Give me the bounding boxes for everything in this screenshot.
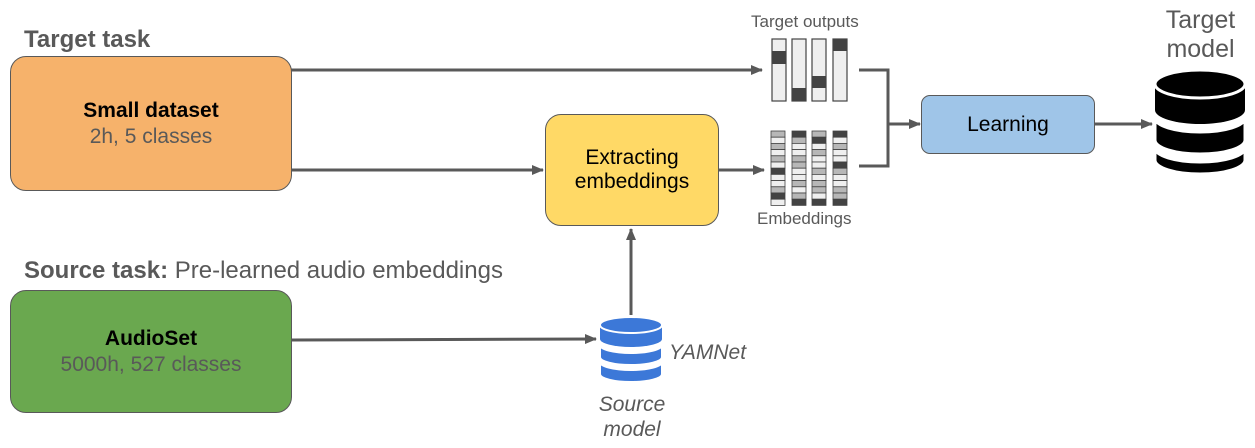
embedding-cell [770,198,786,206]
output-column [811,38,827,102]
embedding-cell [770,192,786,200]
embedding-cell [791,192,807,200]
embedding-cell [791,186,807,194]
yamnet-label: YAMNet [669,341,747,364]
embedding-cell [811,167,827,175]
embedding-cell [791,173,807,181]
embedding-cell [832,198,848,206]
embedding-cell [832,161,848,169]
embedding-cell [791,130,807,138]
audioset-box: AudioSet 5000h, 527 classes [10,290,292,413]
embedding-cell [811,142,827,150]
extracting-line2: embeddings [574,170,690,193]
embedding-cell [770,155,786,163]
target-model-line1: Target [1165,6,1236,34]
embedding-cell [832,173,848,181]
embedding-cell [770,149,786,157]
embedding-cell [811,173,827,181]
embedding-cell [791,180,807,188]
embedding-cell [811,149,827,157]
embedding-cell [811,161,827,169]
embedding-cell [832,142,848,150]
embedding-cell [770,130,786,138]
embedding-cell [770,186,786,194]
embedding-cell [832,130,848,138]
learning-label: Learning [967,112,1049,136]
embedding-cell [811,130,827,138]
embedding-cell [811,136,827,144]
embedding-cell [791,161,807,169]
audioset-subtitle: 5000h, 527 classes [60,352,242,376]
embedding-cell [770,180,786,188]
embedding-cell [832,149,848,157]
embedding-cell [811,192,827,200]
embedding-cell [832,192,848,200]
target-outputs-graphic [771,38,848,102]
embedding-cell [791,142,807,150]
extracting-embeddings-box: Extracting embeddings [545,114,719,226]
learning-box: Learning [921,95,1095,154]
embeddings-label: Embeddings [757,209,852,228]
small-dataset-title: Small dataset [83,98,219,122]
embedding-cell [791,155,807,163]
embedding-cell [832,155,848,163]
embedding-cell [791,136,807,144]
target-model-label: Target model [1154,6,1247,64]
target-task-heading: Target task [24,26,151,53]
source-task-heading: Source task: Pre-learned audio embedding… [24,257,503,285]
embedding-cell [770,167,786,175]
database-icon [599,316,663,383]
output-column [771,38,787,102]
embedding-cell [832,167,848,175]
embedding-cell [791,167,807,175]
embedding-cell [791,198,807,206]
source-model-caption: Source model [590,392,674,442]
arrow-audioset-to-yamnet [290,334,597,345]
embedding-cell [811,186,827,194]
embedding-cell [770,136,786,144]
source-model-line1: Source [598,393,666,416]
embedding-cell [811,198,827,206]
embedding-cell [770,142,786,150]
embedding-cell [832,186,848,194]
embedding-cell [832,180,848,188]
source-task-heading-rest: Pre-learned audio embeddings [168,257,503,284]
connector-embeddings [859,124,890,168]
embedding-cell [770,173,786,181]
embedding-cell [791,149,807,157]
target-outputs-label: Target outputs [751,12,859,31]
source-task-heading-bold: Source task: [24,257,169,284]
audioset-title: AudioSet [104,326,198,350]
target-model-line2: model [1166,35,1235,63]
embedding-cell [832,136,848,144]
extracting-line1: Extracting [585,146,679,169]
embeddings-graphic [770,130,848,206]
connector-outputs [859,68,890,124]
target-model-database-icon [1153,68,1247,176]
source-model-line2: model [603,418,661,441]
embedding-cell [770,161,786,169]
embedding-cell [811,180,827,188]
small-dataset-subtitle: 2h, 5 classes [89,124,213,148]
embedding-cell [811,155,827,163]
small-dataset-box: Small dataset 2h, 5 classes [10,56,292,191]
